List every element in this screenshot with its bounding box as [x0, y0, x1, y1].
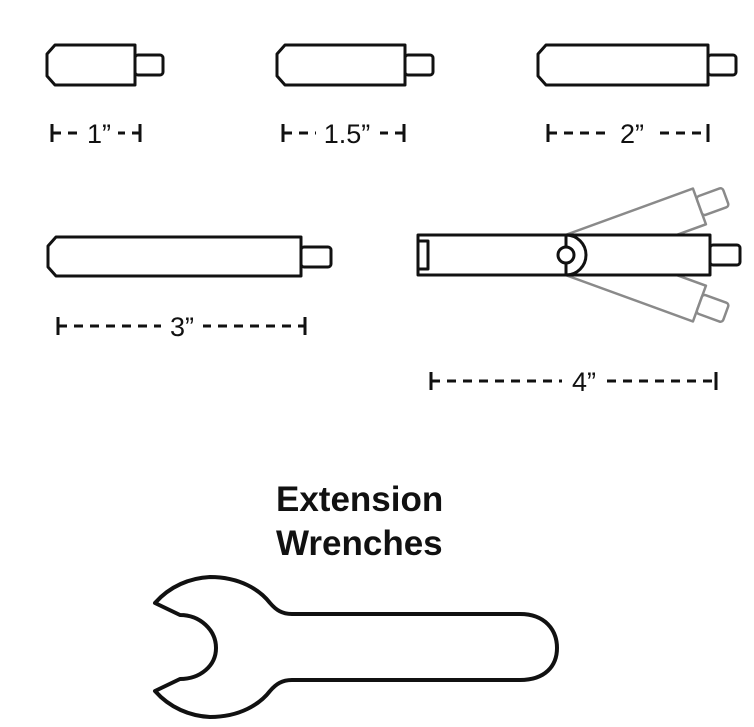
dimension-4in-label: 4” [572, 367, 596, 397]
dimension-3in: 3” [56, 309, 307, 342]
extension-1-5in-body [275, 43, 407, 87]
extension-1-5in [275, 43, 435, 87]
extension-1in-body [45, 43, 137, 87]
dimension-2in-label: 2” [620, 119, 644, 149]
title-line-2: Wrenches [276, 524, 443, 563]
extension-4in [416, 187, 742, 323]
dimension-1in: 1” [50, 116, 142, 149]
extension-2in [536, 43, 738, 87]
extension-1-5in-tip [403, 53, 435, 77]
dimension-1-5in: 1.5” [281, 116, 406, 149]
extension-3in-body [46, 235, 303, 278]
extension-1in-tip [133, 53, 165, 77]
extension-4in-tip [708, 243, 742, 267]
extension-1in [45, 43, 165, 87]
title-line-1: Extension [276, 480, 443, 519]
dimension-4in: 4” [429, 364, 718, 397]
dimension-3in-label: 3” [170, 312, 194, 342]
extension-4in-socket [416, 239, 430, 271]
extension-3in-tip [299, 245, 333, 269]
wrench-icon [153, 575, 559, 719]
extension-2in-tip [706, 53, 738, 77]
dimension-1in-label: 1” [87, 119, 111, 149]
extension-2in-body [536, 43, 710, 87]
pivot-joint-icon [556, 245, 576, 265]
extension-3in [46, 235, 333, 278]
dimension-2in: 2” [546, 116, 710, 149]
dimension-1-5in-label: 1.5” [324, 119, 371, 149]
